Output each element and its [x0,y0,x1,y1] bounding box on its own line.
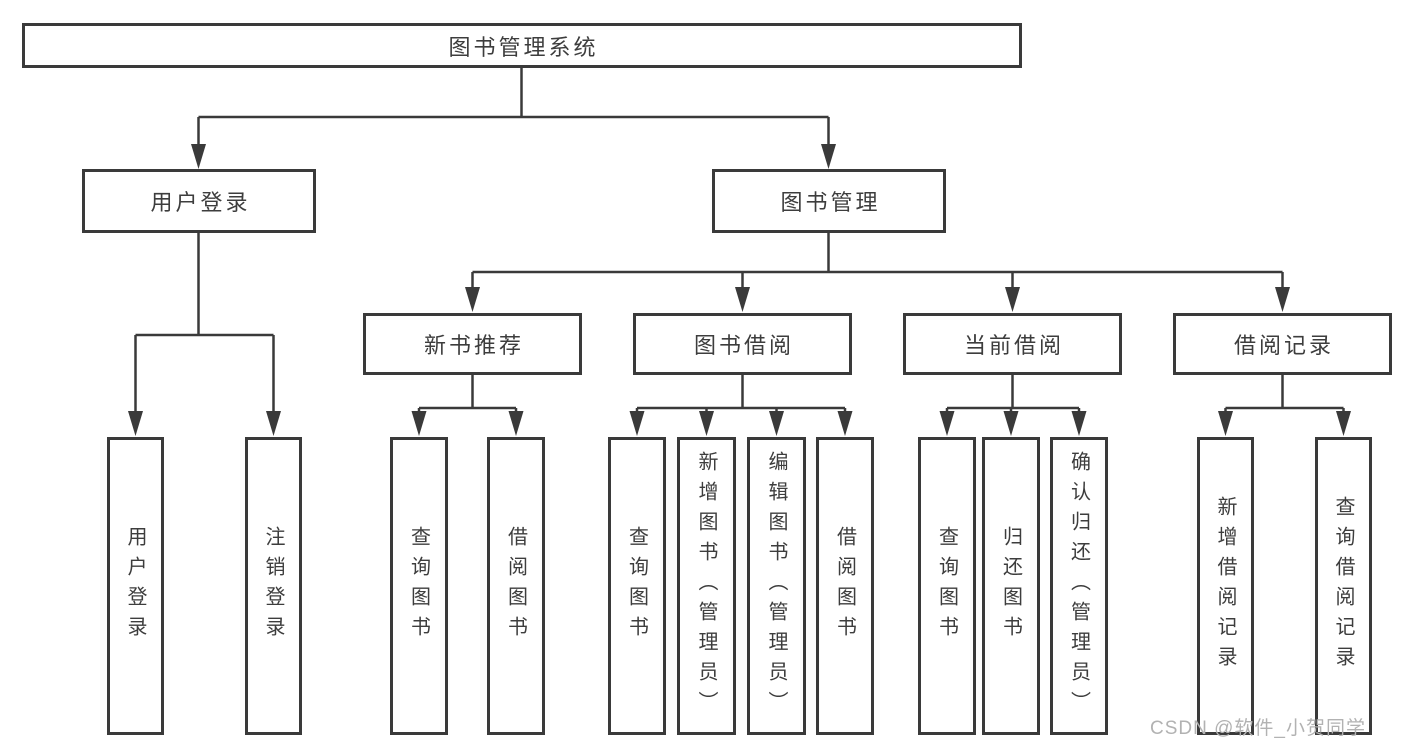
node-label: 图书借阅 [693,333,794,358]
node-label: 注销登录 [262,526,284,646]
leaf-query-book-3: 查询图书 [918,437,976,735]
node-current-borrowing: 当前借阅 [903,313,1122,375]
node-label: 新书推荐 [423,333,524,358]
node-label: 新增图书（管理员） [695,451,717,721]
node-label: 借阅图书 [504,526,527,646]
node-book-management: 图书管理 [712,169,946,233]
leaf-query-book-2: 查询图书 [608,437,666,735]
node-label: 新增借阅记录 [1214,496,1236,676]
node-label: 查询借阅记录 [1332,496,1354,676]
node-label: 当前借阅 [963,333,1064,358]
leaf-logout: 注销登录 [245,437,302,735]
node-label: 借阅记录 [1233,333,1334,358]
node-borrowing-records: 借阅记录 [1173,313,1392,375]
node-label: 用户登录 [124,526,146,646]
leaf-borrow-book-2: 借阅图书 [816,437,874,735]
node-label: 借阅图书 [833,526,856,646]
leaf-add-book-admin: 新增图书（管理员） [677,437,736,735]
node-label: 查询图书 [935,526,958,646]
node-book-borrowing: 图书借阅 [633,313,852,375]
leaf-borrow-book-1: 借阅图书 [487,437,545,735]
node-label: 查询图书 [407,526,430,646]
leaf-add-borrow-record: 新增借阅记录 [1197,437,1254,735]
node-user-login: 用户登录 [82,169,316,233]
leaf-user-login: 用户登录 [107,437,164,735]
leaf-confirm-return-admin: 确认归还（管理员） [1050,437,1108,735]
node-label: 用户登录 [150,190,251,215]
node-new-book-recommend: 新书推荐 [363,313,582,375]
leaf-edit-book-admin: 编辑图书（管理员） [747,437,806,735]
node-label: 确认归还（管理员） [1067,451,1090,721]
csdn-watermark: CSDN @软件_小贺同学 [1150,718,1366,739]
leaf-return-book: 归还图书 [982,437,1040,735]
node-label: 归还图书 [999,526,1022,646]
leaf-query-borrow-record: 查询借阅记录 [1315,437,1372,735]
node-label: 图书管理系统 [448,34,599,60]
leaf-query-book-1: 查询图书 [390,437,448,735]
node-library-management-system: 图书管理系统 [22,23,1022,68]
node-label: 图书管理 [780,190,881,215]
node-label: 查询图书 [625,526,648,646]
node-label: 编辑图书（管理员） [765,451,787,721]
